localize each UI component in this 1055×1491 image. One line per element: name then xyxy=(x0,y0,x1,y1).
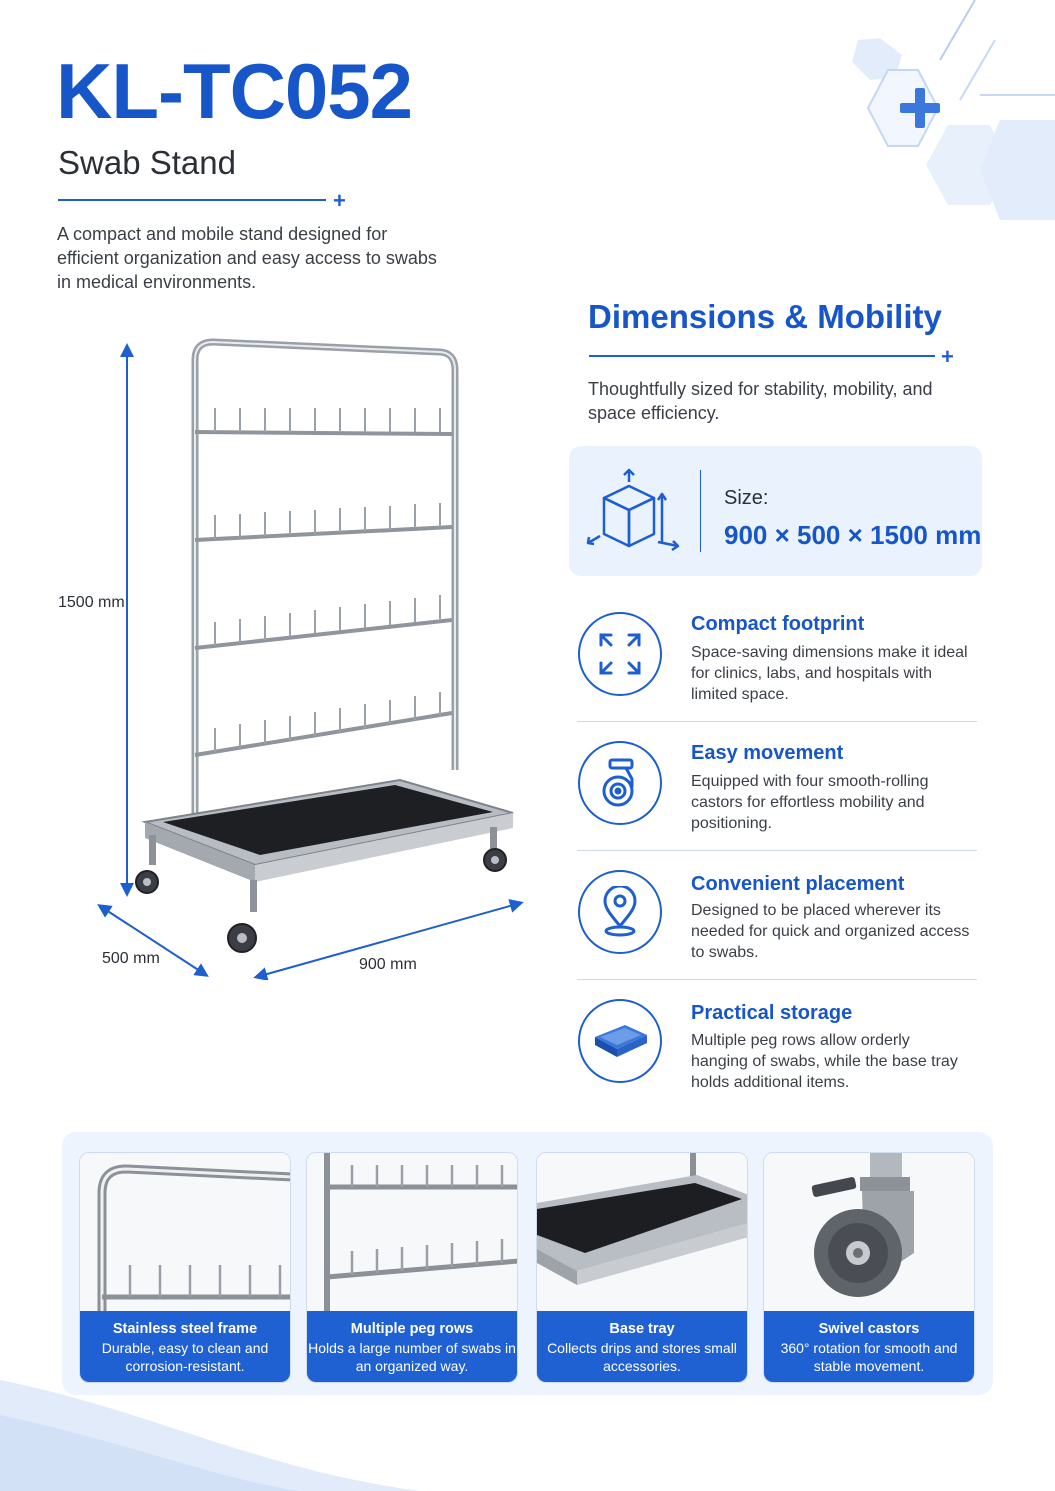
feature-separator xyxy=(577,979,977,980)
tile-caption: Stainless steel frame Durable, easy to c… xyxy=(80,1311,290,1382)
swab-stand-illustration xyxy=(97,338,524,980)
feature-separator xyxy=(577,850,977,851)
width-dimension-label: 900 mm xyxy=(359,956,417,973)
tile-description: 360° rotation for smooth and stable move… xyxy=(780,1340,958,1374)
decorative-wave xyxy=(0,1380,420,1491)
dimensions-heading: Dimensions & Mobility xyxy=(588,298,942,335)
title-divider xyxy=(58,199,326,201)
base-tray-image xyxy=(537,1153,747,1313)
feature-icon-circle xyxy=(578,612,662,696)
swivel-castor-image xyxy=(764,1153,974,1313)
feature-description: Designed to be placed wherever its neede… xyxy=(691,902,970,961)
feature-description: Space-saving dimensions make it ideal fo… xyxy=(691,644,968,703)
expand-arrows-icon xyxy=(599,633,641,675)
tile-title: Base tray xyxy=(609,1321,675,1337)
size-card xyxy=(569,446,982,576)
detail-tile-tray: Base tray Collects drips and stores smal… xyxy=(536,1152,748,1383)
depth-dimension-label: 500 mm xyxy=(102,950,160,967)
feature-separator xyxy=(577,721,977,722)
size-card-divider xyxy=(700,470,701,552)
tray-icon xyxy=(595,1025,647,1057)
size-value: 900 × 500 × 1500 mm xyxy=(724,520,982,550)
plus-icon: + xyxy=(941,344,954,369)
feature-title: Practical storage xyxy=(691,1002,853,1024)
castor-wheel-icon xyxy=(602,758,634,807)
tile-title: Stainless steel frame xyxy=(112,1321,258,1337)
feature-icon-circle xyxy=(578,870,662,954)
size-label: Size: xyxy=(724,487,769,509)
model-title: KL-TC052 xyxy=(56,47,413,135)
medical-plus-icon xyxy=(898,86,942,130)
tile-title: Multiple peg rows xyxy=(350,1321,474,1337)
feature-description: Equipped with four smooth-rolling castor… xyxy=(691,773,929,832)
height-dimension-label: 1500 mm xyxy=(58,594,125,611)
tile-caption: Base tray Collects drips and stores smal… xyxy=(537,1311,747,1382)
feature-icon-circle xyxy=(578,999,662,1083)
tile-description: Durable, easy to clean and corrosion-res… xyxy=(101,1340,269,1374)
decorative-hexagons xyxy=(852,0,1055,220)
tile-caption: Multiple peg rows Holds a large number o… xyxy=(307,1311,517,1382)
location-pin-icon xyxy=(603,886,637,937)
feature-title: Easy movement xyxy=(691,742,844,764)
cube-dimensions-icon xyxy=(586,468,680,552)
plus-icon: + xyxy=(333,188,346,213)
feature-title: Convenient placement xyxy=(691,873,905,895)
feature-title: Compact footprint xyxy=(691,613,865,635)
tile-description: Collects drips and stores small accessor… xyxy=(547,1340,737,1374)
feature-icon-circle xyxy=(578,741,662,825)
feature-description: Multiple peg rows allow orderly hanging … xyxy=(691,1032,958,1091)
dimensions-subheading: Thoughtfully sized for stability, mobili… xyxy=(588,379,933,423)
tile-caption: Swivel castors 360° rotation for smooth … xyxy=(764,1311,974,1382)
intro-text: A compact and mobile stand designed for … xyxy=(57,224,437,292)
detail-tile-castors: Swivel castors 360° rotation for smooth … xyxy=(763,1152,975,1383)
product-name: Swab Stand xyxy=(58,144,236,181)
detail-tile-frame: Stainless steel frame Durable, easy to c… xyxy=(79,1152,291,1383)
dimensions-divider xyxy=(589,355,935,357)
tile-title: Swivel castors xyxy=(818,1321,920,1337)
frame-closeup-image xyxy=(80,1153,290,1313)
detail-tile-pegs: Multiple peg rows Holds a large number o… xyxy=(306,1152,518,1383)
peg-rows-image xyxy=(307,1153,517,1313)
tile-description: Holds a large number of swabs in an orga… xyxy=(308,1340,516,1374)
